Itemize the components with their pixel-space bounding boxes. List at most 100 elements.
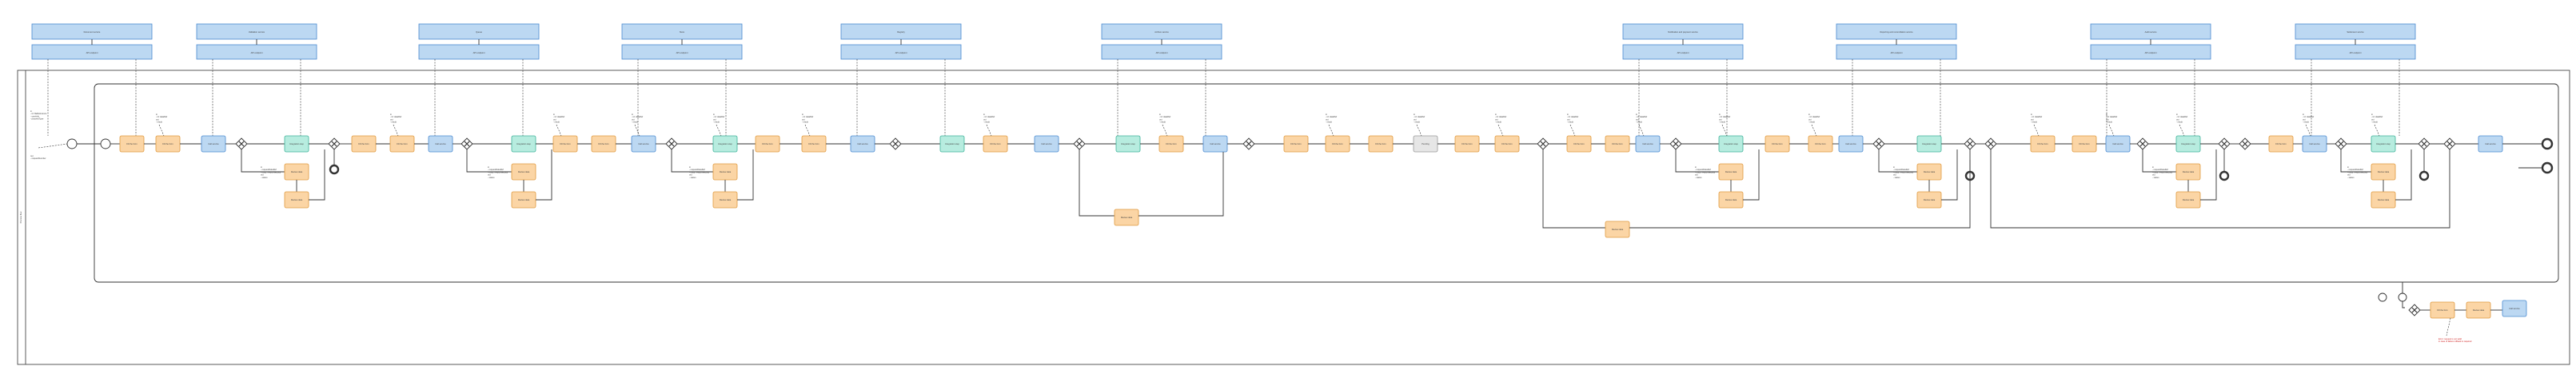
system-task-11-label: Call service	[2485, 142, 2496, 145]
user-task-18-label: Fill the form	[1772, 142, 1783, 145]
service-task-2-label: Integration step	[516, 142, 531, 145]
annotation-link	[2179, 124, 2185, 137]
annotation-link	[1569, 124, 1576, 137]
annotation-link	[2033, 124, 2040, 137]
gateway-9-mark	[1673, 141, 1679, 147]
annotation-link	[716, 124, 722, 137]
review-task-7-label: Review data	[2378, 170, 2390, 173]
service-task-1-label: Integration step	[289, 142, 304, 145]
branch-end-event-3[interactable]	[2219, 170, 2230, 181]
system-title-10: Settlement service	[2347, 30, 2364, 34]
annotation-link	[2108, 124, 2115, 137]
branch-end-event-4[interactable]	[2418, 170, 2430, 181]
left-annotation: out- requestNumber	[30, 154, 46, 160]
gateway-15-mark	[2242, 141, 2248, 147]
gateway-4-mark	[668, 141, 675, 147]
pending-task-1-label: Pending	[1422, 142, 1430, 145]
timer-event[interactable]	[2378, 292, 2387, 302]
annotation-link	[1416, 124, 1422, 137]
annotation-link	[1721, 124, 1728, 137]
branch-end-event-1[interactable]	[329, 164, 340, 175]
review-task-4-label: Review data	[1725, 170, 1737, 173]
branch-flow	[466, 149, 512, 173]
branch-return-flow	[2395, 149, 2412, 201]
branch-flow	[1878, 149, 1917, 173]
user-task-3-label: Fill the form	[358, 142, 369, 145]
review-task-6-label: Review data	[2183, 170, 2195, 173]
system-endpoint-label-3: API endpoint	[473, 51, 485, 54]
user-task-9-label: Fill the form	[990, 142, 1001, 145]
system-task-1-label: Call service	[208, 142, 219, 145]
boundary-event[interactable]	[2398, 292, 2407, 302]
annotation-link	[393, 124, 399, 137]
loop-review-task-2[interactable]	[1605, 221, 1630, 238]
system-title-3: Queue	[476, 30, 482, 34]
start-event[interactable]	[66, 138, 78, 149]
review-task-b-1-label: Review data	[291, 198, 303, 201]
user-task-7-label: Fill the form	[762, 142, 773, 145]
user-task-13-label: Fill the form	[1375, 142, 1386, 145]
system-task-10-label: Call service	[2309, 142, 2320, 145]
user-task-1-label: Fill the form	[126, 142, 138, 145]
loop-review-task[interactable]	[1114, 209, 1139, 226]
annotation-link	[1811, 124, 1817, 137]
end-event-main[interactable]	[2541, 137, 2554, 150]
gateway-10-mark	[1876, 141, 1882, 147]
annotation-link	[1162, 124, 1168, 137]
user-task-21-label: Fill the form	[2079, 142, 2090, 145]
service-task-8-label: Integration step	[2181, 142, 2195, 145]
review-task-5-label: Review data	[1924, 170, 1936, 173]
branch-return-flow	[536, 149, 552, 201]
branch-return-flow	[1941, 149, 1958, 201]
exit-system-task[interactable]	[2502, 300, 2527, 317]
user-task-2-label: Fill the form	[162, 142, 173, 145]
end-event-secondary[interactable]	[2541, 161, 2554, 174]
pool-label: Process flow	[19, 212, 22, 224]
system-task-2-label: Call service	[435, 142, 446, 145]
user-task-22-label: Fill the form	[2275, 142, 2287, 145]
system-title-5: Registry	[897, 30, 905, 34]
branch-return-flow	[1743, 149, 1760, 201]
annotation-link	[2305, 124, 2311, 137]
user-task-14-label: Fill the form	[1461, 142, 1473, 145]
start-annotation: in- id: fileReference- userInfo- process…	[30, 109, 47, 121]
branch-flow	[2142, 149, 2176, 173]
user-task-11-label: Fill the form	[1290, 142, 1302, 145]
user-task-10-label: Fill the form	[1166, 142, 1177, 145]
branch-return-flow	[737, 149, 754, 201]
annotation-link	[2374, 124, 2380, 137]
loop-return-flow	[1629, 160, 1971, 229]
gateway-2-mark	[331, 141, 337, 147]
system-endpoint-label-8: API endpoint	[1891, 51, 1903, 54]
system-task-9-label: Call service	[2112, 142, 2123, 145]
branch-flow	[241, 149, 285, 173]
gateway-11-mark	[1967, 141, 1973, 147]
user-task-5-label: Fill the form	[560, 142, 571, 145]
loop-subprocess	[94, 83, 2559, 283]
user-task-19-label: Fill the form	[1815, 142, 1826, 145]
system-task-4-label: Call service	[857, 142, 868, 145]
review-task-b-3-label: Review data	[720, 198, 732, 201]
gateway-16-mark	[2338, 141, 2344, 147]
review-task-b-6-label: Review data	[2183, 198, 2195, 201]
annotation-link	[986, 124, 992, 137]
review-task-b-5-label: Review data	[1924, 198, 1936, 201]
branch-flow	[671, 149, 713, 173]
intermediate-event-1[interactable]	[100, 138, 111, 149]
annotation-link	[634, 124, 640, 137]
branch-return-flow	[309, 149, 325, 201]
